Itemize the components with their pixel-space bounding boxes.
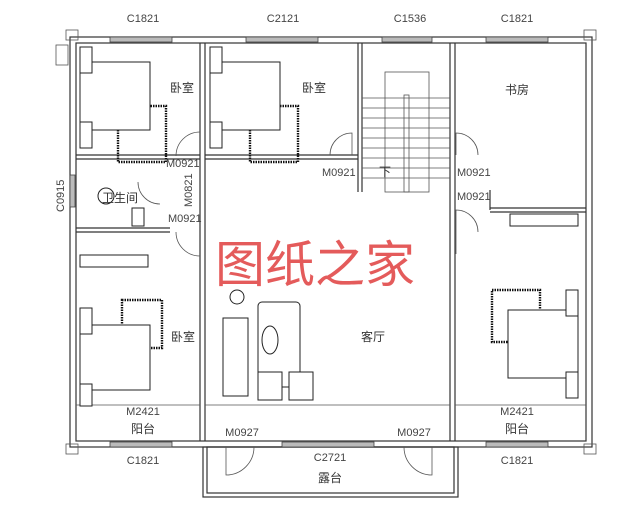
labels: C1821 C2121 C1536 C1821 C0915 C1821 C272… [55,13,534,485]
window-label: C1536 [394,13,426,25]
door-swings [137,131,479,476]
door-label: M0921 [457,191,491,203]
door-label: M0921 [322,167,356,179]
door-label: M0821 [183,173,195,207]
window-label: C2721 [314,452,346,464]
room-label-study: 书房 [505,82,529,97]
window-label: C1821 [127,13,159,25]
room-label-terrace: 露台 [318,470,342,485]
room-label-bedroom: 卧室 [170,80,194,95]
room-label-bedroom: 卧室 [171,329,195,344]
furniture [79,46,579,407]
watermark: 图纸之家 [215,236,415,294]
door-label: M2421 [126,406,160,418]
window-label: C1821 [127,455,159,467]
door-label: M0927 [397,427,431,439]
staircase [362,71,450,193]
room-label-balcony: 阳台 [505,421,529,436]
window-label: C1821 [501,13,533,25]
window-label: C2121 [267,13,299,25]
room-label-living: 客厅 [361,329,385,344]
door-label: M0921 [168,213,202,225]
walls [55,29,597,498]
room-label-bathroom: 卫生间 [102,191,138,205]
window-label: C1821 [501,455,533,467]
door-label: M0921 [166,158,200,170]
windows [69,36,549,448]
room-label-balcony: 阳台 [131,421,155,436]
door-label: M2421 [500,406,534,418]
window-label: C0915 [55,180,67,212]
door-label: M0921 [457,167,491,179]
door-label: M0927 [225,427,259,439]
stair-direction-label: 下 [379,165,391,179]
room-label-bedroom: 卧室 [302,80,326,95]
